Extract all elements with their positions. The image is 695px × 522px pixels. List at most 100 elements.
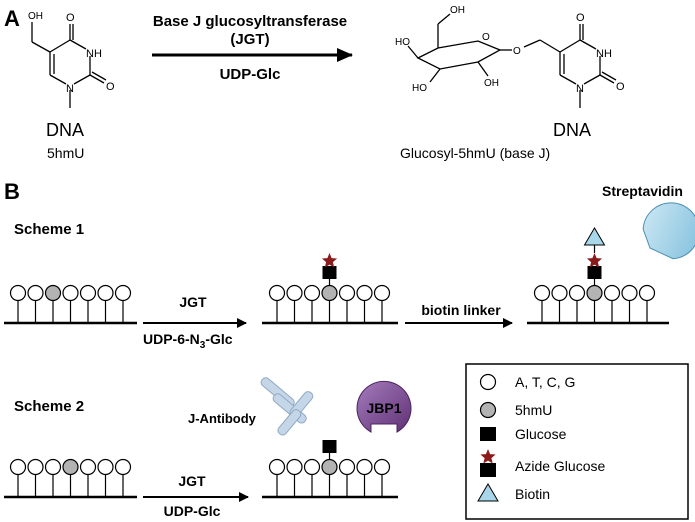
jbp1-shape — [356, 380, 412, 433]
substrate-atom-n: N — [66, 83, 74, 95]
scheme1-reagent-subscript: 3 — [200, 340, 206, 351]
legend-item-blue-triangle: Biotin — [477, 483, 550, 502]
substrate-atom-nh: NH — [86, 48, 102, 60]
substrate-5hmu-structure — [31, 22, 107, 108]
legend-box — [465, 363, 689, 520]
base-circle — [27, 284, 44, 302]
product-atom-o-ring: O — [482, 32, 490, 43]
legend-open-circle-icon — [479, 373, 497, 391]
legend-label: Glucose — [515, 426, 567, 442]
legend-item-black-square: Glucose — [480, 426, 567, 442]
legend-square-icon — [480, 463, 496, 477]
scheme1-step2-reagent: biotin linker — [421, 302, 501, 318]
base-circle — [79, 458, 97, 476]
glucose-square — [322, 266, 337, 279]
base-circle — [97, 284, 114, 302]
panel-a-label: A — [4, 6, 20, 31]
azide-star — [321, 253, 338, 268]
base-circle — [551, 284, 568, 302]
base-circle — [114, 284, 132, 302]
azide-star — [586, 253, 603, 268]
legend-star-icon — [480, 449, 496, 464]
scheme1-title: Scheme 1 — [14, 221, 84, 238]
product-atom-ho1: HO — [395, 37, 410, 48]
product-atom-oh1: OH — [450, 5, 465, 16]
base-circle — [286, 284, 303, 302]
legend-item-grey-circle: 5hmU — [479, 401, 552, 419]
product-atom-ho2: HO — [412, 83, 427, 94]
dna-strand-s2a — [4, 458, 137, 499]
scheme1-step1-reagent: UDP-6-N3-Glc — [143, 331, 233, 351]
jbp1-label: JBP1 — [366, 400, 401, 416]
product-name: Glucosyl-5hmU (base J) — [400, 145, 550, 161]
base-circle — [27, 458, 44, 476]
base-circle — [356, 458, 373, 476]
scheme1-reagent-part3: -Glc — [205, 331, 232, 347]
substrate-atom-o-top: O — [66, 12, 75, 24]
product-atom-o-link: O — [513, 46, 521, 57]
base-circle — [533, 284, 551, 302]
base-circle — [338, 458, 356, 476]
scheme2-title: Scheme 2 — [14, 398, 84, 415]
legend-item-open-circle: A, T, C, G — [479, 373, 575, 391]
base-circle — [268, 458, 286, 476]
base-circle — [356, 284, 373, 302]
dna-strand-s2b — [262, 440, 398, 499]
glucose-square — [322, 440, 337, 453]
scheme1-reagent-part1: UDP-6-N — [143, 331, 200, 347]
base-circle — [603, 284, 621, 302]
scheme1-step1-enzyme: JGT — [179, 294, 207, 310]
streptavidin-shape — [642, 202, 695, 260]
scheme2-step-reagent: UDP-Glc — [164, 503, 221, 519]
base-circle — [79, 284, 97, 302]
enzyme-label-line1: Base J glucosyltransferase — [153, 13, 347, 30]
5hmu-base — [321, 458, 338, 476]
product-atom-o-right: O — [616, 81, 625, 93]
product-atom-o-top: O — [576, 12, 585, 24]
base-circle — [373, 284, 391, 302]
legend-label: 5hmU — [515, 402, 552, 418]
streptavidin-label: Streptavidin — [602, 183, 683, 199]
5hmu-base — [62, 458, 79, 476]
substrate-atom-o-right: O — [106, 81, 115, 93]
5hmu-base — [321, 284, 338, 302]
product-atom-oh2: OH — [484, 78, 499, 89]
dna-strand-s1c — [527, 227, 669, 325]
legend-label: Biotin — [515, 486, 550, 502]
glucose-square — [587, 266, 602, 279]
legend-item-star-square: Azide Glucose — [480, 449, 605, 477]
base-circle — [44, 458, 62, 476]
base-circle — [114, 458, 132, 476]
base-circle — [621, 284, 638, 302]
biotin-triangle — [583, 227, 606, 246]
base-circle — [373, 458, 391, 476]
scheme2-step-enzyme: JGT — [178, 473, 206, 489]
base-circle — [638, 284, 656, 302]
base-circle — [303, 284, 321, 302]
product-base-j-structure — [407, 13, 617, 108]
dna-strands — [4, 227, 669, 499]
5hmu-base — [586, 284, 603, 302]
cofactor-label: UDP-Glc — [220, 66, 281, 83]
base-circle — [568, 284, 586, 302]
legend-square-icon — [480, 427, 496, 441]
base-circle — [303, 458, 321, 476]
substrate-name: 5hmU — [47, 145, 84, 161]
legend-grey-circle-icon — [479, 401, 497, 419]
base-circle — [97, 458, 114, 476]
5hmu-base — [44, 284, 62, 302]
base-circle — [9, 458, 27, 476]
dna-strand-s1a — [4, 284, 137, 325]
dna-strand-s1b — [262, 253, 398, 325]
base-circle — [338, 284, 356, 302]
base-circle — [268, 284, 286, 302]
panel-b-label: B — [4, 179, 20, 204]
base-circle — [286, 458, 303, 476]
product-atom-nh: NH — [596, 48, 612, 60]
base-circle — [9, 284, 27, 302]
base-circle — [62, 284, 79, 302]
product-atom-n: N — [576, 83, 584, 95]
enzyme-label-line2: (JGT) — [230, 31, 269, 48]
